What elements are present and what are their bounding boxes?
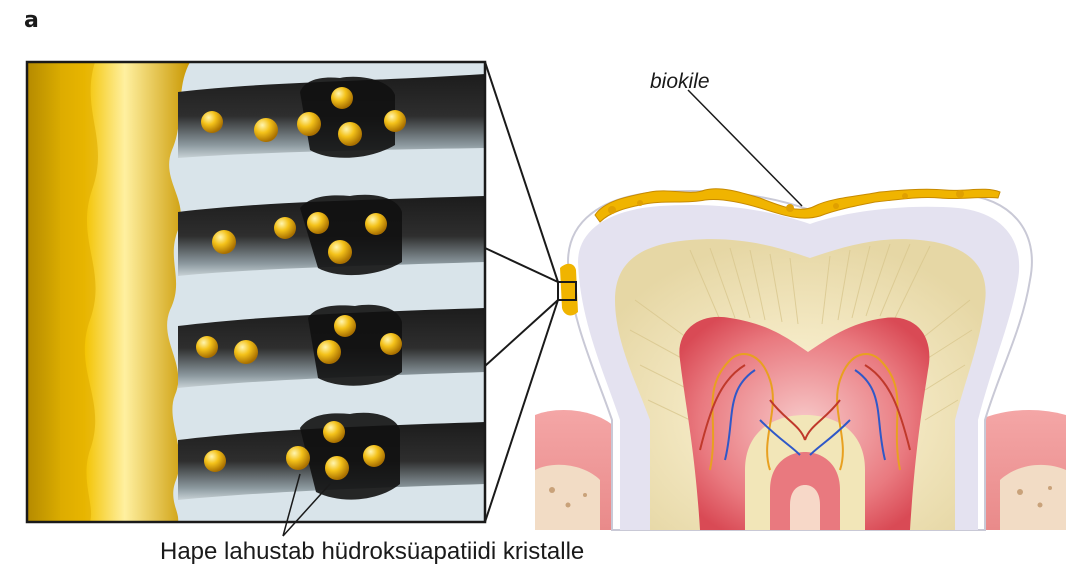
panel-letter: a (24, 8, 39, 33)
biofilm-label: biokile (650, 70, 710, 94)
zoom-panel (27, 62, 485, 522)
biofilm-wall (27, 62, 190, 522)
biofilm-leader-line (688, 90, 802, 206)
tooth-cross-section (535, 189, 1066, 530)
figure-caption: Hape lahustab hüdroksüapatiidi kristalle (160, 538, 584, 566)
